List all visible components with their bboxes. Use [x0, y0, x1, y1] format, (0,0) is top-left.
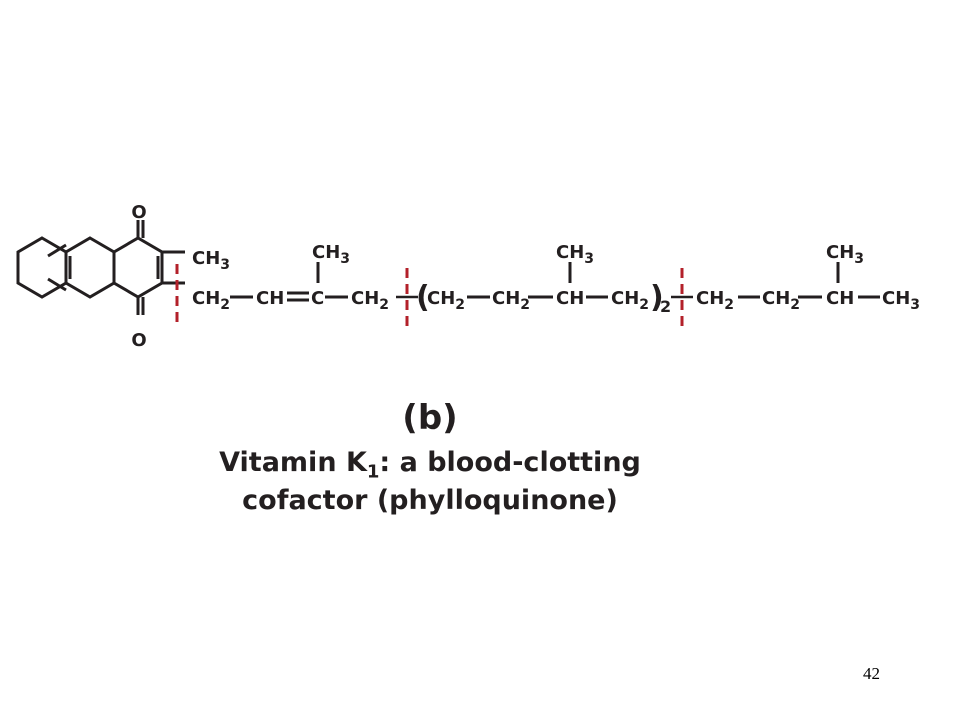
- slide-number: 42: [863, 664, 880, 683]
- repeat-open-paren: (: [416, 280, 430, 315]
- chain-atom-ch2-2: CH2: [351, 288, 389, 313]
- chain-atom-ch2-4: CH2: [492, 288, 530, 313]
- cleavage-markers: [175, 264, 684, 330]
- chain-atom-c: C: [311, 288, 324, 309]
- chain-atom-ch2-3: CH2: [427, 288, 465, 313]
- caption-title-prefix: Vitamin K: [219, 447, 367, 478]
- chain-atom-ch2-7: CH2: [762, 288, 800, 313]
- chain-atom-ch-3: CH: [826, 288, 854, 309]
- caption-title-suffix: : a blood-clotting: [379, 447, 641, 478]
- repeat-close-paren: ): [650, 280, 664, 315]
- chain-atom-ch-1: CH: [256, 288, 284, 309]
- ring-oxygen-bottom: O: [131, 330, 146, 351]
- ring-oxygen-top: O: [131, 202, 146, 223]
- chain-atom-ch2-1: CH2: [192, 288, 230, 313]
- repeat-count: 2: [660, 297, 671, 316]
- branch-methyl-3: CH3: [826, 242, 864, 267]
- caption-title-subscript: 1: [366, 461, 380, 483]
- chain-atom-ch2-5: CH2: [611, 288, 649, 313]
- chain-atom-ch3-end: CH3: [882, 288, 920, 313]
- naphthoquinone-ring: [16, 220, 185, 315]
- chain-atom-ch-2: CH: [556, 288, 584, 309]
- panel-label: (b): [402, 398, 458, 438]
- chain-bonds: [230, 262, 880, 302]
- branch-methyl-2: CH3: [556, 242, 594, 267]
- caption-subtitle: cofactor (phylloquinone): [242, 485, 618, 516]
- caption-title: Vitamin K1: a blood-clotting: [180, 447, 680, 482]
- ring-methyl-label: CH3: [192, 248, 230, 273]
- chain-atom-ch2-6: CH2: [696, 288, 734, 313]
